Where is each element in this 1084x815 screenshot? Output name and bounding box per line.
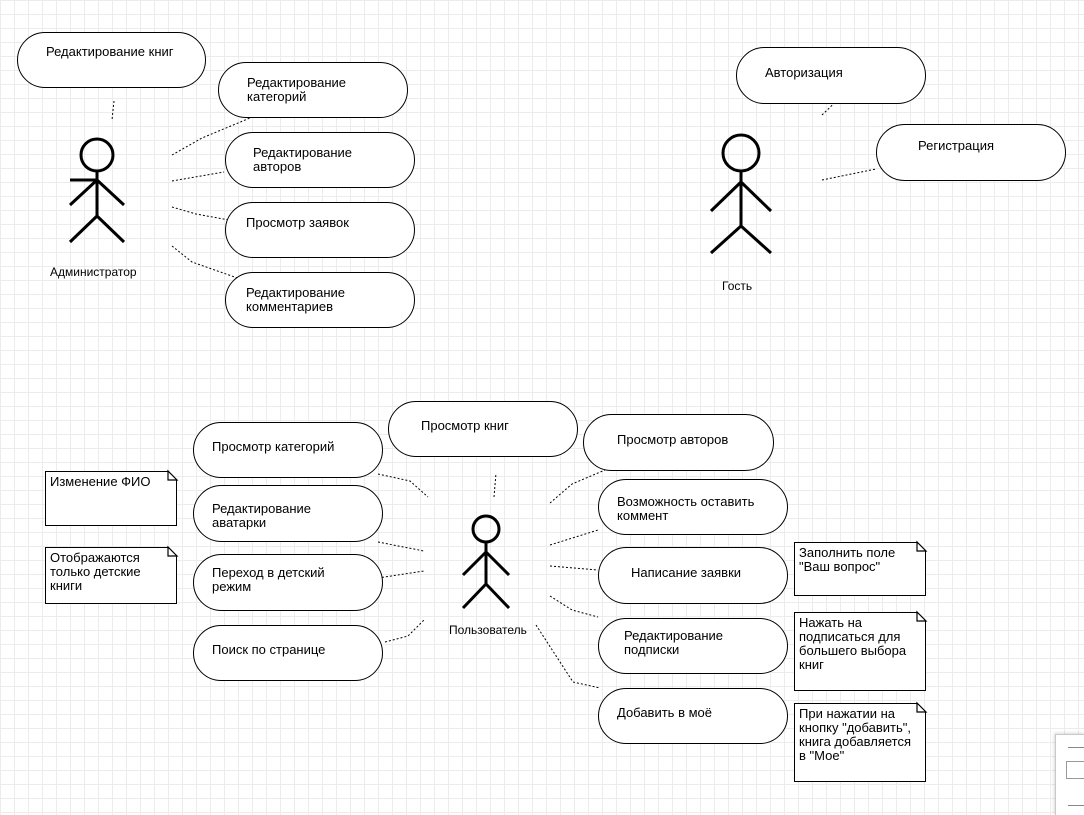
- assoc-user-write-request: [549, 565, 599, 571]
- guest-actor-figure: [709, 133, 773, 255]
- assoc-user-view-authors: [549, 469, 606, 504]
- assoc-user-leave-comment: [549, 529, 599, 546]
- usecase-edit-subscription[interactable]: Редактирование подписки: [598, 618, 788, 674]
- user-actor-figure: [461, 514, 511, 610]
- admin-actor-label: Администратор: [50, 265, 137, 279]
- assoc-admin-edit-comments: [171, 245, 247, 282]
- panel-divider: [1068, 747, 1084, 748]
- note-change-name[interactable]: Изменение ФИО: [45, 471, 177, 526]
- user-actor-label: Пользователь: [449, 623, 527, 637]
- usecase-leave-comment[interactable]: Возможность оставить коммент: [598, 479, 788, 535]
- assoc-admin-edit-authors: [171, 171, 225, 182]
- note-fill-field[interactable]: Заполнить поле "Ваш вопрос": [794, 542, 926, 596]
- usecase-add-mine[interactable]: Добавить в моё: [598, 688, 788, 744]
- usecase-edit-books[interactable]: Редактирование книг: [17, 32, 206, 88]
- usecase-edit-comments[interactable]: Редактирование комментариев: [225, 272, 415, 328]
- assoc-admin-edit-categories: [171, 117, 251, 156]
- usecase-view-categories[interactable]: Просмотр категорий: [193, 422, 383, 478]
- assoc-user-view-books: [493, 472, 497, 498]
- outline-panel[interactable]: [1055, 734, 1084, 815]
- usecase-authorization[interactable]: Авторизация: [736, 47, 926, 104]
- usecase-write-request[interactable]: Написание заявки: [598, 547, 788, 604]
- usecase-edit-authors[interactable]: Редактирование авторов: [225, 132, 415, 188]
- assoc-admin-view-requests: [171, 206, 241, 223]
- panel-preview-frame: [1066, 761, 1084, 779]
- usecase-kids-mode[interactable]: Переход в детский режим: [193, 554, 383, 611]
- usecase-edit-categories[interactable]: Редактирование категорий: [218, 62, 408, 118]
- note-add-button[interactable]: При нажатии на кнопку "добавить", книга …: [794, 703, 926, 782]
- usecase-view-authors[interactable]: Просмотр авторов: [583, 414, 774, 471]
- usecase-view-books[interactable]: Просмотр книг: [388, 401, 578, 457]
- guest-actor-label: Гость: [722, 279, 753, 293]
- assoc-admin-edit-books: [111, 100, 115, 121]
- usecase-page-search[interactable]: Поиск по странице: [193, 625, 383, 681]
- assoc-user-edit-subscription: [549, 595, 599, 618]
- note-subscribe[interactable]: Нажать на подписаться для большего выбор…: [794, 612, 926, 691]
- panel-divider-bottom: [1068, 805, 1084, 806]
- usecase-edit-avatar[interactable]: Редактирование аватарки: [193, 485, 383, 542]
- note-kids-books[interactable]: Отображаются только детские книги: [45, 547, 177, 604]
- assoc-user-view-categories: [377, 473, 429, 498]
- admin-actor-figure: [68, 137, 126, 244]
- usecase-view-requests[interactable]: Просмотр заявок: [225, 202, 415, 258]
- assoc-guest-register: [821, 168, 877, 181]
- usecase-registration[interactable]: Регистрация: [876, 124, 1066, 181]
